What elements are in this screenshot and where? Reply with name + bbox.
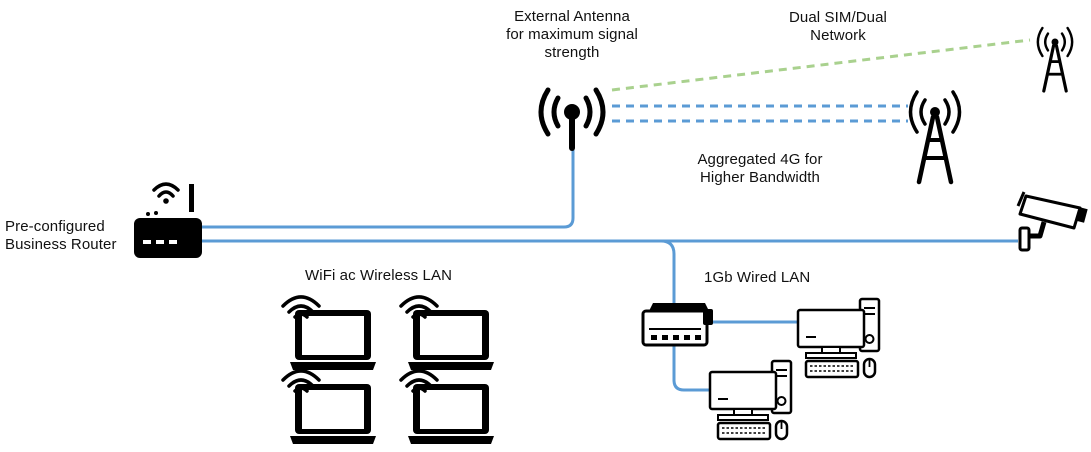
connection-lines xyxy=(200,38,1031,392)
cable-to-switch xyxy=(660,239,676,310)
cable-router-to-antenna xyxy=(200,120,575,229)
desktop-pc-icon-1 xyxy=(796,297,881,379)
link-dual-sim xyxy=(611,38,1031,92)
security-camera-icon xyxy=(1016,191,1088,252)
cable-switch-to-pc2 xyxy=(672,343,712,392)
wired-lan-label: 1Gb Wired LAN xyxy=(704,269,810,287)
wired-lan-label-text: 1Gb Wired LAN xyxy=(704,269,811,286)
desktop-pc-icon-2 xyxy=(708,359,793,441)
dual-sim-label: Dual SIM/Dual Network xyxy=(773,9,903,45)
aggregated-4g-label-line-1: Aggregated 4G for xyxy=(697,151,823,168)
laptop-icon-1 xyxy=(281,295,378,372)
antenna-icon xyxy=(538,87,606,151)
network-switch-icon xyxy=(641,303,713,347)
external-antenna-label-line-1: External Antenna xyxy=(514,8,630,25)
dual-sim-label-line-1: Dual SIM/Dual xyxy=(788,9,887,26)
cell-tower-icon-small xyxy=(1036,26,1074,93)
laptop-icon-4 xyxy=(399,369,496,446)
wifi-lan-label: WiFi ac Wireless LAN xyxy=(305,267,452,285)
router-label-line-1: Pre-configured xyxy=(5,218,105,235)
external-antenna-label-line-2: for maximum signal xyxy=(506,26,638,43)
laptop-icon-2 xyxy=(399,295,496,372)
external-antenna-label: External Antenna for maximum signal stre… xyxy=(492,8,652,62)
router-icon xyxy=(134,182,202,258)
aggregated-4g-label-line-2: Higher Bandwidth xyxy=(699,169,820,186)
dual-sim-label-line-2: Network xyxy=(810,27,866,44)
router-label: Pre-configured Business Router xyxy=(5,218,117,254)
aggregated-4g-label: Aggregated 4G for Higher Bandwidth xyxy=(680,151,840,187)
wifi-lan-label-text: WiFi ac Wireless LAN xyxy=(305,267,453,284)
external-antenna-label-line-3: strength xyxy=(544,44,600,61)
router-label-line-2: Business Router xyxy=(5,236,117,253)
cell-tower-icon-large xyxy=(911,92,960,182)
laptop-icon-3 xyxy=(281,369,378,446)
